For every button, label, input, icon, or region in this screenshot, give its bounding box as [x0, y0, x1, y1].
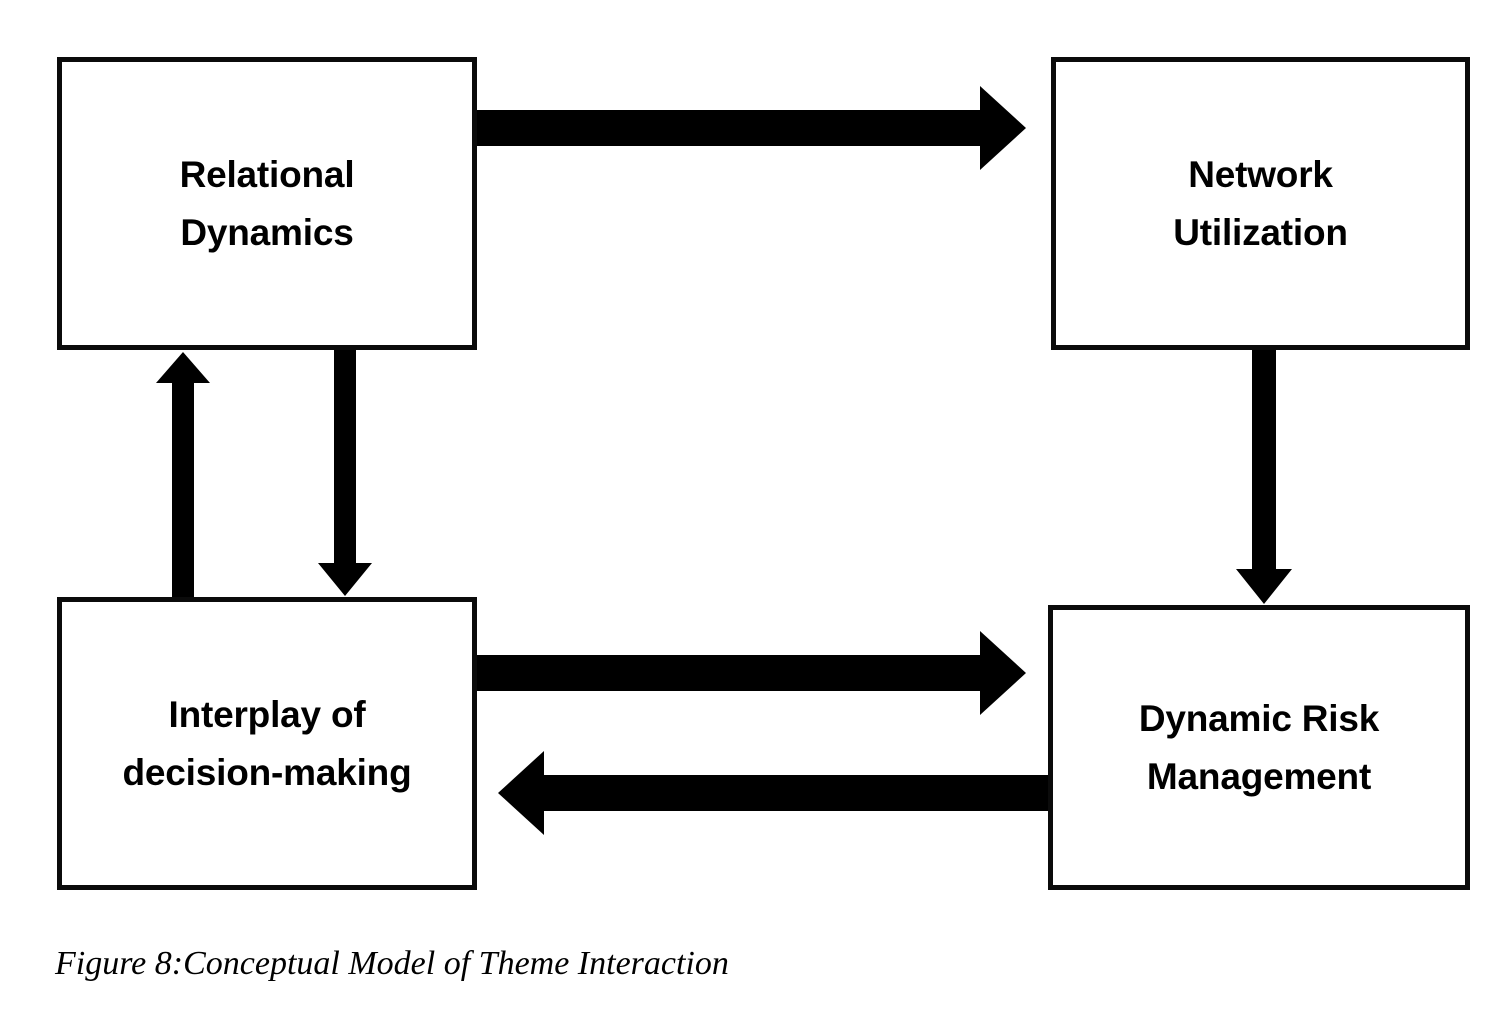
node-relational-dynamics-label: Relational Dynamics [179, 154, 355, 253]
edge-relational-to-network [472, 86, 1026, 170]
node-interplay-of-decision-making[interactable]: Interplay of decision-making [57, 597, 477, 890]
node-network-utilization-label: Network Utilization [1173, 154, 1348, 253]
node-interplay-of-decision-making-label: Interplay of decision-making [122, 694, 412, 793]
node-dynamic-risk-management[interactable]: Dynamic Risk Management [1048, 605, 1470, 890]
edge-relational-to-interplay [318, 347, 372, 596]
figure-caption: Figure 8:Conceptual Model of Theme Inter… [55, 945, 729, 982]
edge-interplay-to-dynamic-risk [472, 631, 1026, 715]
node-network-utilization[interactable]: Network Utilization [1051, 57, 1470, 350]
node-relational-dynamics[interactable]: Relational Dynamics [57, 57, 477, 350]
edge-network-to-dynamic-risk [1236, 347, 1292, 604]
edge-dynamic-risk-to-interplay [498, 751, 1052, 835]
node-dynamic-risk-management-label: Dynamic Risk Management [1138, 698, 1380, 797]
edge-interplay-to-relational [156, 352, 210, 600]
